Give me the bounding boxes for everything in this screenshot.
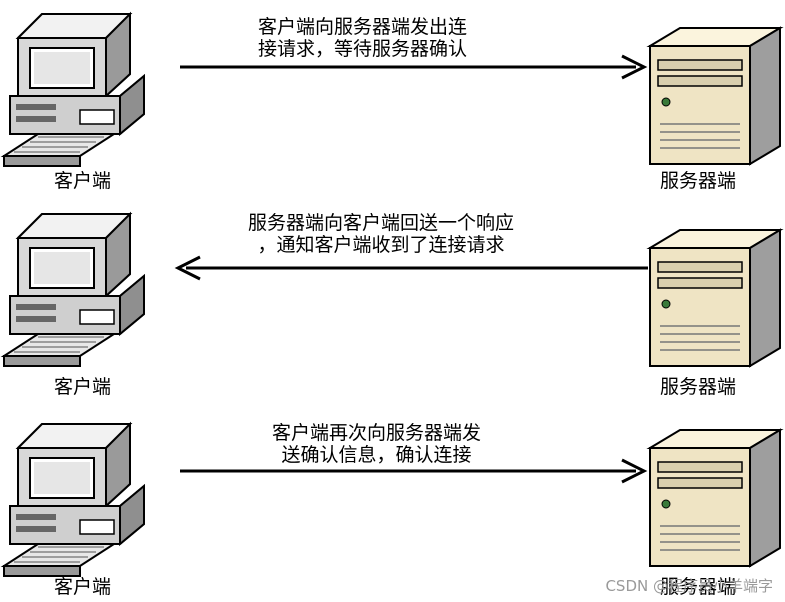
client-computer-icon <box>3 13 145 167</box>
client-label: 客户端 <box>54 170 112 192</box>
step-1-message: 客户端向服务器端发出连 接请求，等待服务器确认 <box>258 16 467 60</box>
client-label: 客户端 <box>54 576 112 598</box>
step-2-message: 服务器端向客户端回送一个响应 ，通知客户端收到了连接请求 <box>248 212 514 256</box>
message-line: ，通知客户端收到了连接请求 <box>257 234 505 256</box>
client-computer-icon <box>3 213 145 367</box>
server-icon <box>649 229 781 367</box>
message-line: 送确认信息，确认连接 <box>281 444 472 466</box>
message-line: 客户端向服务器端发出连 <box>258 16 468 38</box>
client-label: 客户端 <box>54 376 112 398</box>
server-label: 服务器端 <box>660 576 737 598</box>
server-icon <box>649 429 781 567</box>
arrowhead-right-icon <box>621 54 648 80</box>
arrowhead-left-icon <box>174 255 201 281</box>
arrowhead-right-icon <box>621 458 648 484</box>
message-line: 接请求，等待服务器确认 <box>258 38 468 60</box>
client-computer-icon <box>3 423 145 577</box>
message-line: 客户端再次向服务器端发 <box>272 422 482 444</box>
server-label: 服务器端 <box>660 376 737 398</box>
message-line: 服务器端向客户端回送一个响应 <box>248 212 515 234</box>
server-icon <box>649 27 781 165</box>
watermark: CSDN @程序员小羊端字 <box>605 577 773 595</box>
server-label: 服务器端 <box>660 170 737 192</box>
step-3-message: 客户端再次向服务器端发 送确认信息，确认连接 <box>272 422 481 466</box>
